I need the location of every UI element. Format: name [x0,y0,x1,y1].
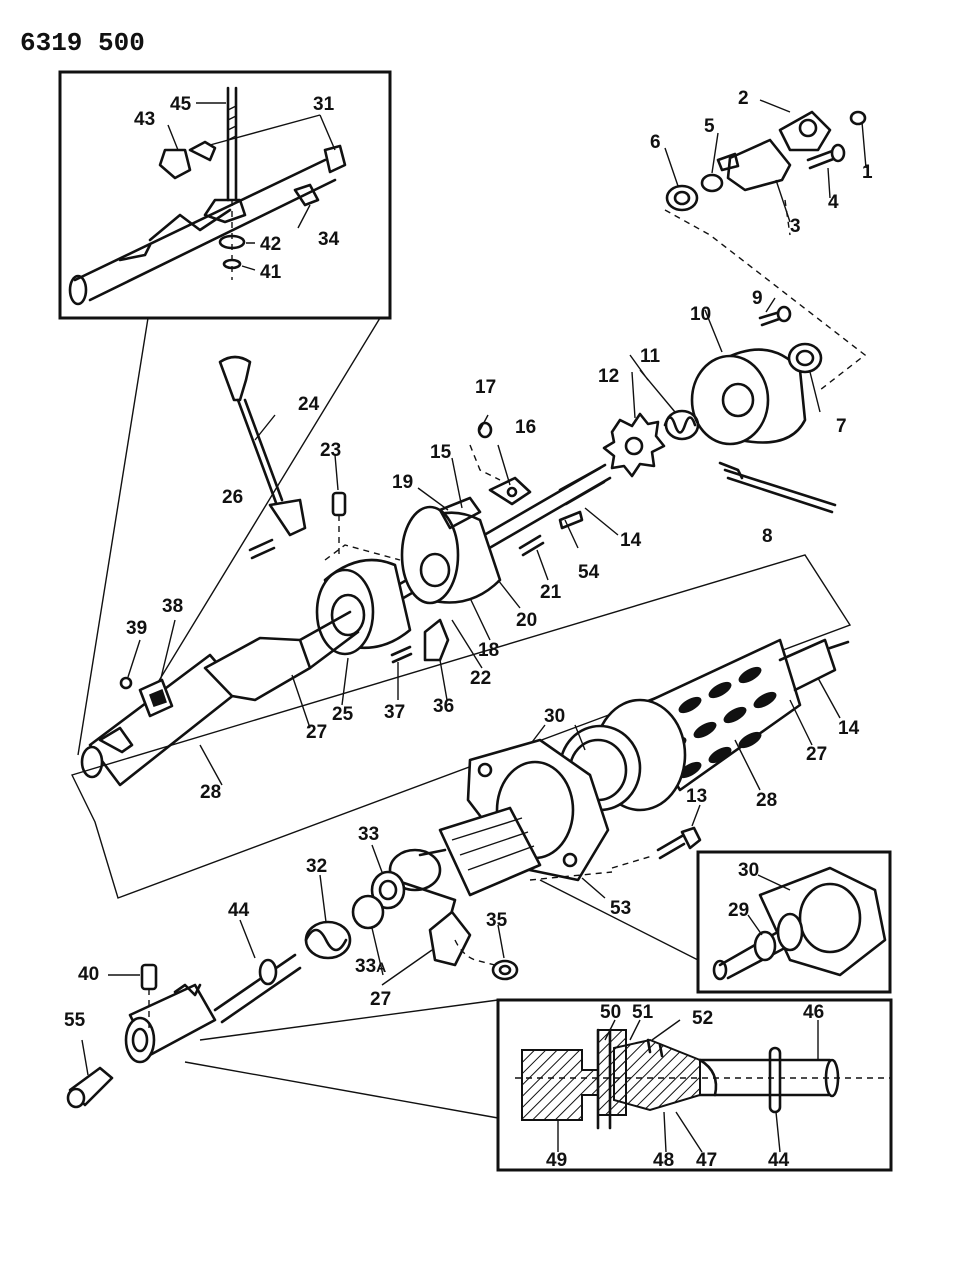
label-9: 9 [752,288,763,309]
label-30-inset: 30 [738,860,759,881]
label-3: 3 [790,216,801,237]
label-38: 38 [162,596,183,617]
label-47: 47 [696,1150,717,1171]
label-33: 33 [358,824,379,845]
upper-right-parts [664,99,867,391]
right-column-jacket [558,638,850,812]
label-14-lower: 14 [838,718,860,739]
label-8: 8 [762,526,773,547]
label-11: 11 [640,346,661,367]
label-27-right: 27 [806,744,827,765]
label-48: 48 [653,1150,674,1171]
label-19: 19 [392,472,413,493]
label-7: 7 [836,416,847,437]
label-17: 17 [475,377,496,398]
label-1: 1 [862,162,873,183]
label-2: 2 [738,88,749,109]
center-assembly [218,355,619,706]
inset-bottom-cross-section [496,998,893,1172]
label-26: 26 [222,487,243,508]
label-51: 51 [632,1002,654,1023]
label-42: 42 [260,234,281,255]
label-44-left: 44 [228,900,250,921]
label-22: 22 [470,668,491,689]
label-16: 16 [515,417,536,438]
label-23: 23 [320,440,341,461]
label-27-lower: 27 [370,989,391,1010]
label-6: 6 [650,132,661,153]
label-27-left: 27 [306,722,327,743]
label-54: 54 [578,562,600,583]
diagram-id: 6319 500 [20,28,145,58]
label-4: 4 [828,192,839,213]
label-40: 40 [78,964,99,985]
label-28-right: 28 [756,790,777,811]
label-55: 55 [64,1010,86,1031]
lower-left-shaft [66,919,499,1119]
label-46: 46 [803,1002,824,1023]
label-25: 25 [332,704,354,725]
label-20: 20 [516,610,537,631]
label-37: 37 [384,702,405,723]
label-24: 24 [298,394,320,415]
label-28-left: 28 [200,782,221,803]
center-lower-parts [304,738,702,986]
label-35: 35 [486,910,508,931]
label-50: 50 [600,1002,621,1023]
label-21: 21 [540,582,562,603]
label-41: 41 [260,262,282,283]
label-32: 32 [306,856,327,877]
label-44-inset: 44 [768,1150,790,1171]
inset-right-29-30 [539,850,892,994]
label-29: 29 [728,900,749,921]
label-30-upper: 30 [544,706,565,727]
mid-right-parts [602,297,837,514]
label-43: 43 [134,109,155,130]
label-10: 10 [690,304,711,325]
label-52: 52 [692,1008,713,1029]
label-5: 5 [704,116,715,137]
label-36: 36 [433,696,454,717]
label-15: 15 [430,442,452,463]
label-53: 53 [610,898,631,919]
label-31: 31 [313,94,335,115]
label-34: 34 [318,229,340,250]
label-39: 39 [126,618,147,639]
label-33a: 33A [355,956,386,977]
inset-upper-left [58,70,392,320]
left-column-jacket [80,610,360,787]
label-13: 13 [686,786,707,807]
label-45: 45 [170,94,192,115]
label-14-upper: 14 [620,530,642,551]
label-49: 49 [546,1150,567,1171]
label-12: 12 [598,366,619,387]
